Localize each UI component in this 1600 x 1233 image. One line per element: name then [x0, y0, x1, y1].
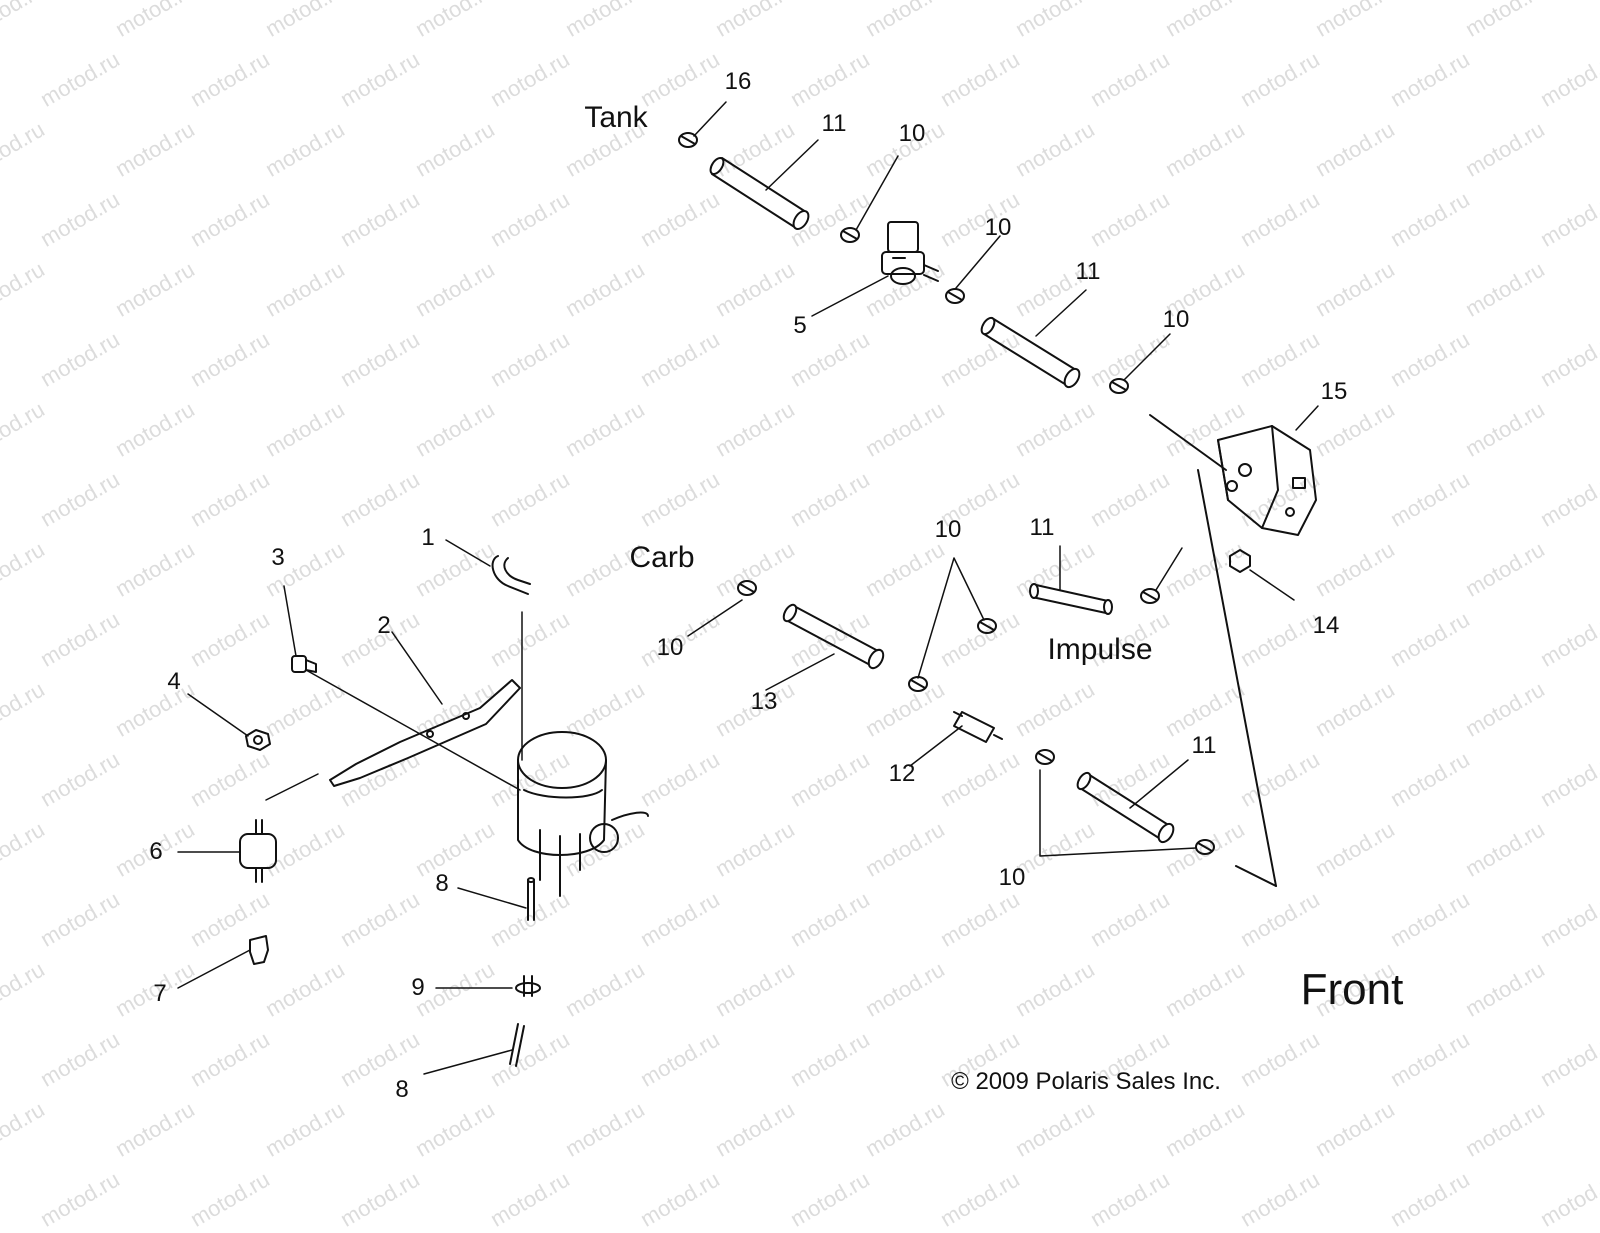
bracket-2 [329, 679, 521, 787]
fuel-valve-5 [881, 221, 939, 285]
label-carb: Carb [629, 541, 695, 574]
clamp-10-h [1035, 749, 1055, 765]
callout-10: 10 [898, 120, 926, 147]
clamp-10-d [737, 580, 757, 596]
hose-11-tank [709, 156, 810, 231]
leader-front [1235, 865, 1277, 887]
clamp-10-i [1195, 839, 1215, 855]
filter-12 [953, 711, 1003, 743]
hose-11-lower [1076, 771, 1175, 844]
impulse-hose-13 [1029, 583, 1113, 615]
callout-2: 2 [377, 612, 391, 639]
callout-5: 5 [793, 312, 807, 339]
label-tank: Tank [584, 101, 648, 134]
label-front: Front [1300, 965, 1404, 1014]
exploded-view-drawing [177, 101, 1319, 1075]
callout-4: 4 [167, 668, 181, 695]
callout-11: 11 [1191, 732, 1217, 759]
carburetor [517, 731, 649, 897]
callout-14: 14 [1312, 612, 1340, 639]
callout-10: 10 [656, 634, 684, 661]
callout-3: 3 [271, 544, 285, 571]
mount-6 [239, 819, 277, 883]
callout-10: 10 [1162, 306, 1190, 333]
callout-11: 13 [750, 688, 778, 715]
callout-16: 16 [724, 68, 752, 95]
callout-12: 12 [888, 760, 916, 787]
label-impulse: Impulse [1047, 633, 1153, 666]
clamp-10-e [977, 618, 997, 634]
hose-8-lower [509, 1023, 525, 1067]
grommet-7 [249, 935, 269, 965]
nut-4 [245, 729, 271, 751]
callout-8: 8 [395, 1076, 409, 1103]
clamp-10-g [1140, 588, 1160, 604]
callout-6: 6 [149, 838, 163, 865]
callout-10: 10 [998, 864, 1026, 891]
hose-1 [491, 555, 531, 595]
callout-11: 11 [821, 110, 847, 137]
leader-15-b [1197, 469, 1277, 887]
callout-11: 11 [1075, 258, 1101, 285]
clamp-16 [678, 132, 698, 148]
clamp-10-b [945, 288, 965, 304]
callout-1: 1 [421, 524, 435, 551]
clamp-10-f [908, 676, 928, 692]
clamp-10-a [840, 227, 860, 243]
bolt-3 [291, 655, 317, 673]
copyright-text: © 2009 Polaris Sales Inc. [951, 1068, 1221, 1095]
fitting-9 [515, 975, 541, 997]
leader-lines [177, 101, 1319, 1075]
callout-10: 10 [984, 214, 1012, 241]
fuel-pump-15 [1217, 425, 1317, 536]
callout-9: 9 [411, 974, 425, 1001]
callout-13: 11 [1029, 514, 1055, 541]
callout-10: 10 [934, 516, 962, 543]
hose-11-carb [782, 603, 885, 670]
clamp-10-c [1109, 378, 1129, 394]
hose-11-middle [980, 316, 1081, 389]
leader-15-a [1149, 414, 1227, 471]
hose-8-upper [527, 877, 535, 921]
callout-15: 15 [1320, 378, 1348, 405]
callout-7: 7 [153, 980, 167, 1007]
callout-8: 8 [435, 870, 449, 897]
nut-14 [1229, 549, 1251, 573]
